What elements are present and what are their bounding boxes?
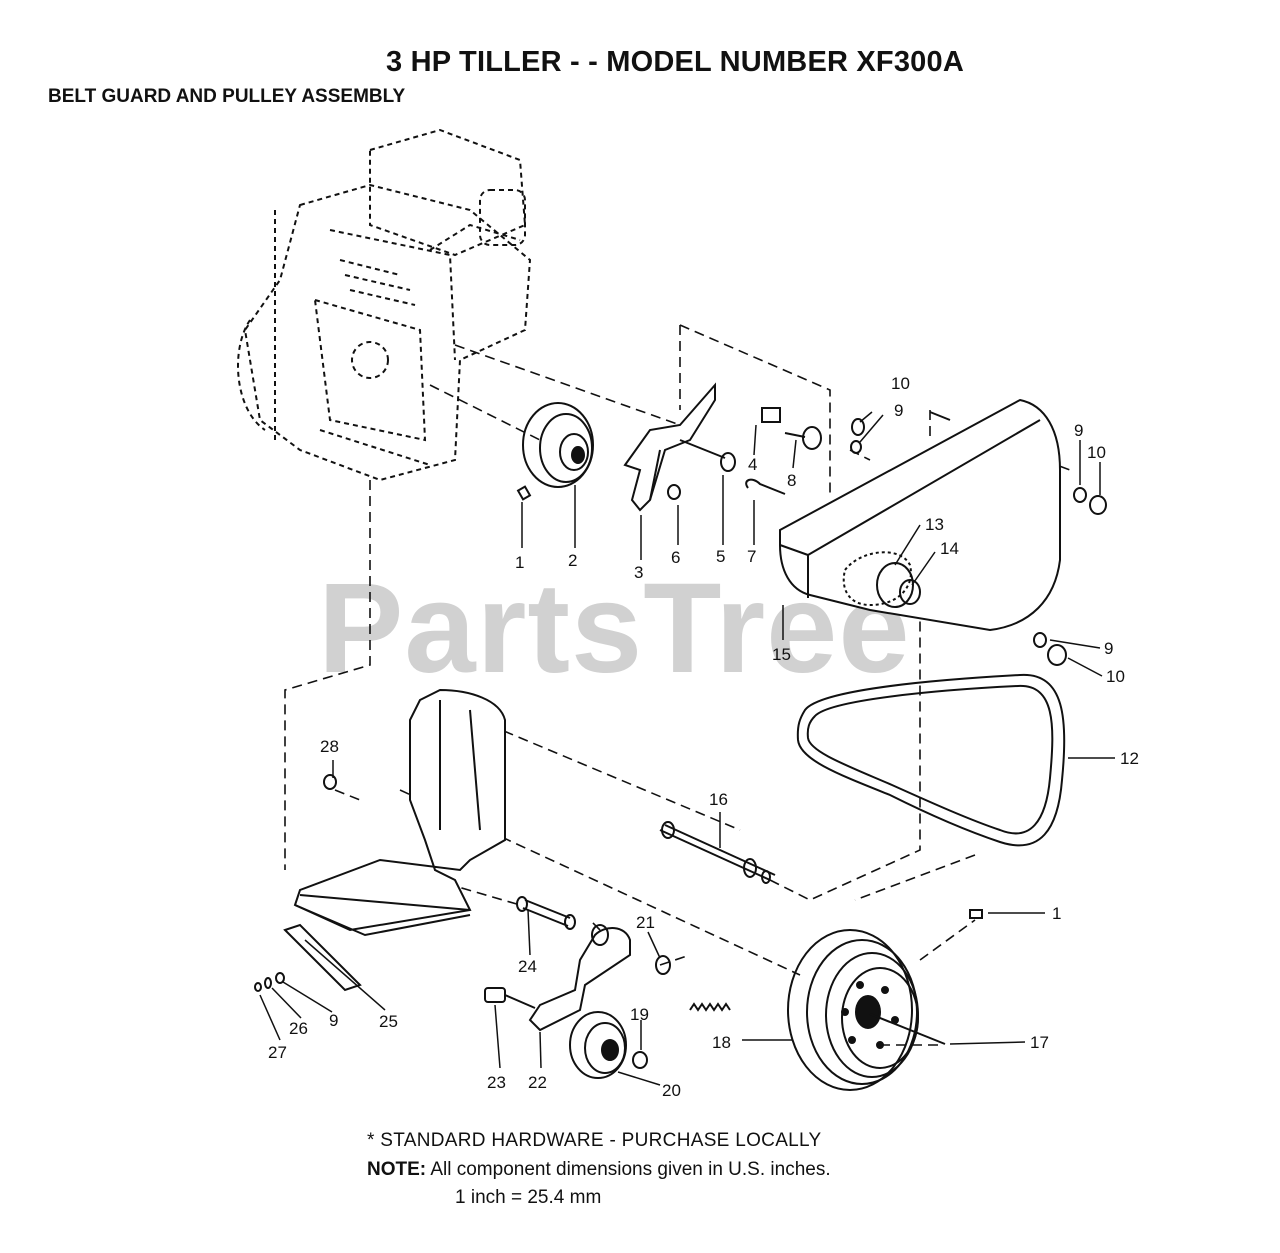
callout-25: 25: [379, 1012, 398, 1031]
callout-22: 22: [528, 1073, 547, 1092]
callout-21: 21: [636, 913, 655, 932]
unit-conversion: 1 inch = 25.4 mm: [455, 1187, 602, 1208]
callout-9-a: 9: [894, 401, 903, 420]
callout-9-c: 9: [1104, 639, 1113, 658]
callout-2: 2: [568, 551, 577, 570]
bracket: [623, 382, 716, 512]
callout-16: 16: [709, 790, 728, 809]
callout-28: 28: [320, 737, 339, 756]
engine-outline: [237, 128, 532, 482]
clip-21: [655, 955, 671, 975]
callout-10-c: 10: [1106, 667, 1125, 686]
callout-13: 13: [925, 515, 944, 534]
v-belt: [796, 673, 1066, 847]
dimensions-note: NOTE: All component dimensions given in …: [367, 1159, 831, 1181]
page-title: 3 HP TILLER - - MODEL NUMBER XF300A: [386, 46, 964, 78]
section-subtitle: BELT GUARD AND PULLEY ASSEMBLY: [48, 86, 406, 107]
note-label: NOTE:: [367, 1159, 427, 1180]
callout-27: 27: [268, 1043, 287, 1062]
idler-pulley: [569, 1011, 648, 1079]
pivot-pin: [516, 896, 576, 930]
callout-12: 12: [1120, 749, 1139, 768]
callout-26: 26: [289, 1019, 308, 1038]
callout-1-a: 1: [515, 553, 524, 572]
callout-6: 6: [671, 548, 680, 567]
callout-5: 5: [716, 547, 725, 566]
shaft: [659, 821, 776, 884]
engine-pulley: [522, 402, 594, 488]
standard-hardware-note: * STANDARD HARDWARE - PURCHASE LOCALLY: [367, 1130, 822, 1151]
spring: [689, 1002, 731, 1012]
callout-15: 15: [772, 645, 791, 664]
callout-labels: 1 2 3 4 5 6 7 8 9 10 9 10 9 10 13 14 15 …: [268, 374, 1139, 1100]
callout-14: 14: [940, 539, 959, 558]
bolt-23: [484, 987, 536, 1009]
note-text: All component dimensions given in U.S. i…: [430, 1159, 831, 1180]
callout-19: 19: [630, 1005, 649, 1024]
callout-1-b: 1: [1052, 904, 1061, 923]
callout-3: 3: [634, 563, 643, 582]
idler-arm: [528, 924, 631, 1032]
callout-9-e: 9: [329, 1011, 338, 1030]
callout-9-b: 9: [1074, 421, 1083, 440]
callout-18: 18: [712, 1033, 731, 1052]
callout-24: 24: [518, 957, 537, 976]
belt-guard: [779, 398, 1061, 632]
callout-10-b: 10: [1087, 443, 1106, 462]
bolt-5: [679, 439, 736, 472]
large-pulley: [787, 909, 983, 1091]
callout-7: 7: [747, 547, 756, 566]
frame-plate: [293, 688, 506, 937]
callout-10-a: 10: [891, 374, 910, 393]
callout-4: 4: [748, 455, 757, 474]
callout-8: 8: [787, 471, 796, 490]
callout-17: 17: [1030, 1033, 1049, 1052]
callout-20: 20: [662, 1081, 681, 1100]
callout-23: 23: [487, 1073, 506, 1092]
